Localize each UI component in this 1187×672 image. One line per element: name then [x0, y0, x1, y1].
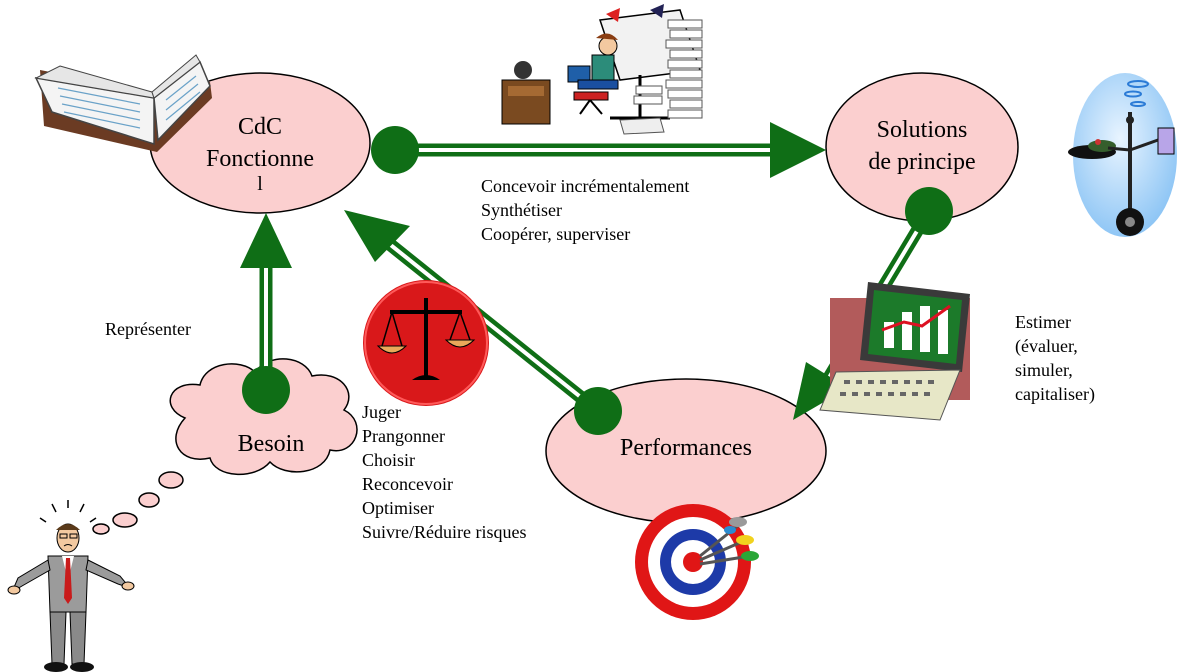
- open-book-icon: [34, 54, 212, 152]
- arrow-cdc-to-solutions: [371, 122, 826, 178]
- confused-man-icon: [7, 500, 135, 672]
- solutions-label: Solutions de principe: [862, 114, 982, 178]
- computer-chart-icon: [819, 282, 970, 421]
- activity-concevoir-3: Coopérer, superviser: [481, 224, 631, 244]
- concevoir-activities: Concevoir incrémentalement Synthétiser C…: [481, 174, 689, 246]
- activity-juger-5: Optimiser: [362, 498, 434, 518]
- activity-estimer-2: (évaluer,: [1015, 336, 1078, 356]
- juger-activities: Juger Prangonner Choisir Reconcevoir Opt…: [362, 400, 526, 544]
- robot-waiter-icon: [1068, 73, 1177, 237]
- activity-estimer-1: Estimer: [1015, 312, 1071, 332]
- besoin-cloud: [92, 358, 358, 535]
- designer-at-drafting-table-icon: [501, 4, 703, 135]
- solutions-label-line1: Solutions: [876, 117, 968, 143]
- activity-concevoir-2: Synthétiser: [481, 200, 562, 220]
- activity-concevoir-1: Concevoir incrémentalement: [481, 176, 690, 196]
- target-darts-icon: [635, 504, 759, 620]
- cdc-label-line2: Fonctionne: [206, 146, 314, 172]
- estimer-activities: Estimer (évaluer, simuler, capitaliser): [1015, 310, 1095, 406]
- performances-label: Performances: [620, 435, 752, 461]
- solutions-label-line2: de principe: [868, 149, 976, 175]
- activity-juger-6: Suivre/Réduire risques: [362, 522, 527, 542]
- activity-juger-3: Choisir: [362, 450, 416, 470]
- cdc-label-line1: CdC: [237, 114, 282, 140]
- representer-activity: Représenter: [105, 319, 191, 339]
- activity-juger-1: Juger: [362, 402, 401, 422]
- balance-scales-icon: [363, 280, 489, 406]
- arrow-besoin-to-cdc: [240, 213, 292, 414]
- activity-juger-4: Reconcevoir: [362, 474, 453, 494]
- activity-estimer-3: simuler,: [1015, 360, 1073, 380]
- besoin-label: Besoin: [237, 431, 305, 457]
- cdc-label-line3: l: [257, 173, 263, 195]
- activity-juger-2: Prangonner: [362, 426, 445, 446]
- cdc-label: CdC Fonctionne l: [200, 111, 320, 195]
- activity-estimer-4: capitaliser): [1015, 384, 1095, 404]
- arrow-performances-to-cdc: [344, 210, 622, 435]
